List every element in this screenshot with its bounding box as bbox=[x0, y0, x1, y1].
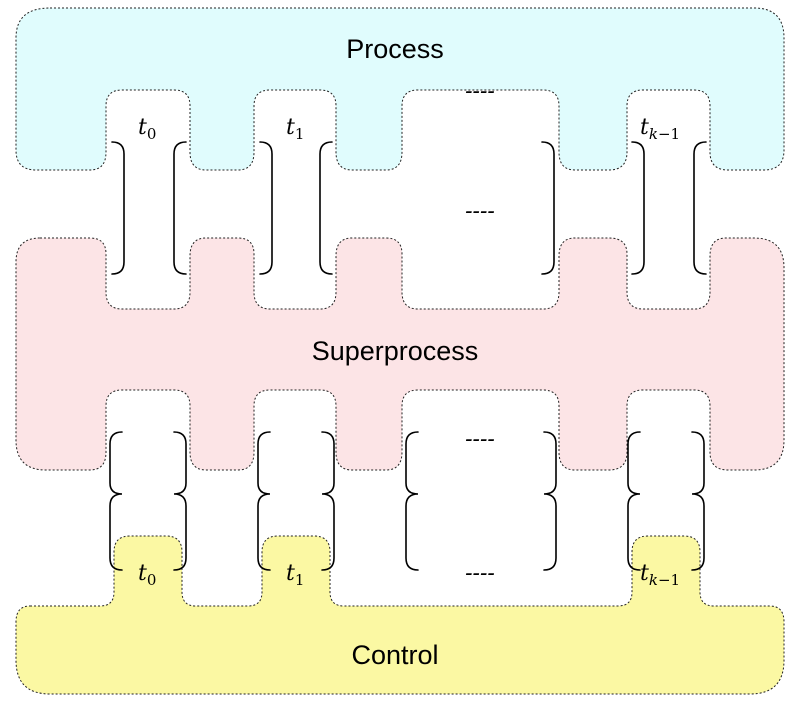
bracket bbox=[543, 431, 557, 571]
label-tk-lower: tk−1 bbox=[640, 561, 680, 589]
bracket bbox=[173, 141, 187, 275]
bracket bbox=[319, 141, 333, 275]
label-t0-lower: t0 bbox=[138, 561, 156, 589]
label-t1-upper: t1 bbox=[286, 115, 304, 143]
superprocess-region bbox=[15, 237, 785, 471]
label-tk-upper: tk−1 bbox=[640, 115, 680, 143]
bracket bbox=[693, 141, 707, 275]
ellipsis: ---- bbox=[465, 199, 495, 224]
process-label: Process bbox=[346, 34, 444, 64]
upper-brackets bbox=[111, 141, 707, 275]
bracket bbox=[111, 141, 125, 275]
lower-brackets bbox=[109, 431, 705, 571]
bracket bbox=[257, 431, 271, 571]
bracket bbox=[627, 431, 641, 571]
bracket bbox=[405, 431, 419, 571]
bracket bbox=[691, 431, 705, 571]
process-region bbox=[15, 7, 785, 171]
ellipsis: ---- bbox=[465, 561, 495, 586]
bracket bbox=[259, 141, 273, 275]
superprocess-label: Superprocess bbox=[312, 336, 479, 366]
ellipsis: ---- bbox=[465, 427, 495, 452]
bracket bbox=[541, 141, 555, 275]
control-region bbox=[15, 535, 785, 695]
bracket bbox=[321, 431, 335, 571]
bracket bbox=[109, 431, 123, 571]
label-t1-lower: t1 bbox=[286, 561, 304, 589]
bracket bbox=[173, 431, 187, 571]
label-t0-upper: t0 bbox=[138, 115, 156, 143]
bracket bbox=[631, 141, 645, 275]
ellipsis: ---- bbox=[465, 79, 495, 104]
control-label: Control bbox=[351, 640, 438, 670]
